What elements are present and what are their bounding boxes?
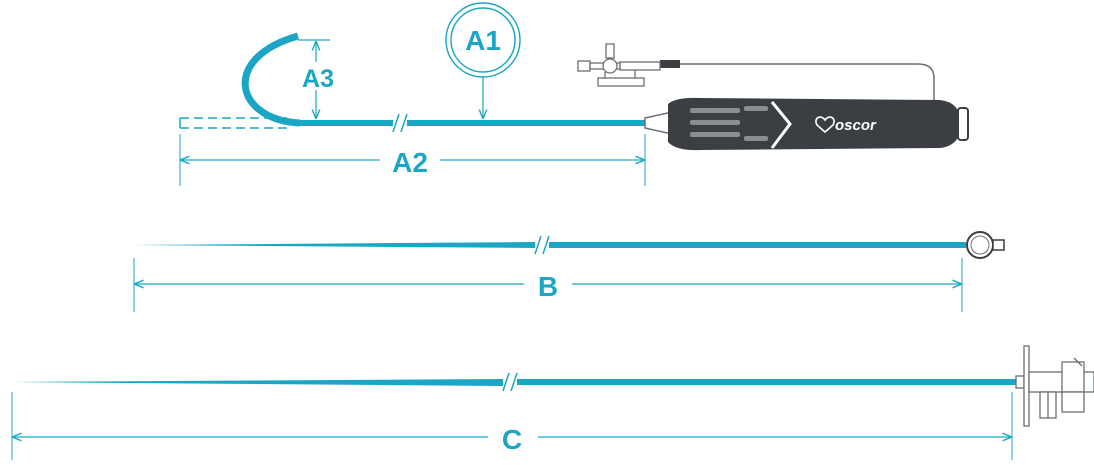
- shaft-break-mark: [392, 113, 408, 133]
- dilator-break-mark: [534, 235, 550, 255]
- strain-relief: [644, 111, 673, 135]
- sheath-break-mark: [502, 372, 518, 392]
- side-tube: [680, 63, 935, 100]
- introducer-sheath: C: [10, 345, 1094, 460]
- oscor-logo: oscor: [815, 116, 877, 134]
- catheter-shaft: [298, 120, 650, 126]
- curved-tip: [241, 32, 301, 127]
- hemostasis-valve-icon: [1015, 345, 1094, 427]
- catheter-handle: oscor: [668, 97, 969, 151]
- deflection-knob-chevron: [770, 101, 792, 149]
- brand-text: oscor: [835, 117, 877, 134]
- dilator-shaft: [132, 242, 535, 248]
- label-c: C: [502, 424, 522, 455]
- dilator: B: [132, 231, 1005, 312]
- luer-hub-icon: [966, 231, 1005, 259]
- dimension-a2: A2: [179, 134, 646, 186]
- label-b: B: [538, 271, 558, 302]
- grip-ridges: [690, 106, 768, 141]
- stopcock-valve-icon: [577, 43, 661, 87]
- dimension-a3: A3: [294, 39, 342, 118]
- label-a1: A1: [465, 25, 501, 56]
- label-a2: A2: [392, 147, 428, 178]
- label-a3: A3: [302, 65, 334, 93]
- callout-a1: A1: [445, 2, 521, 118]
- dimension-c: C: [11, 392, 1013, 460]
- deflectable-catheter: oscor A3 A1: [179, 2, 969, 186]
- heart-logo-icon: [815, 116, 835, 134]
- sheath-shaft: [10, 379, 503, 386]
- dimension-b: B: [133, 258, 963, 312]
